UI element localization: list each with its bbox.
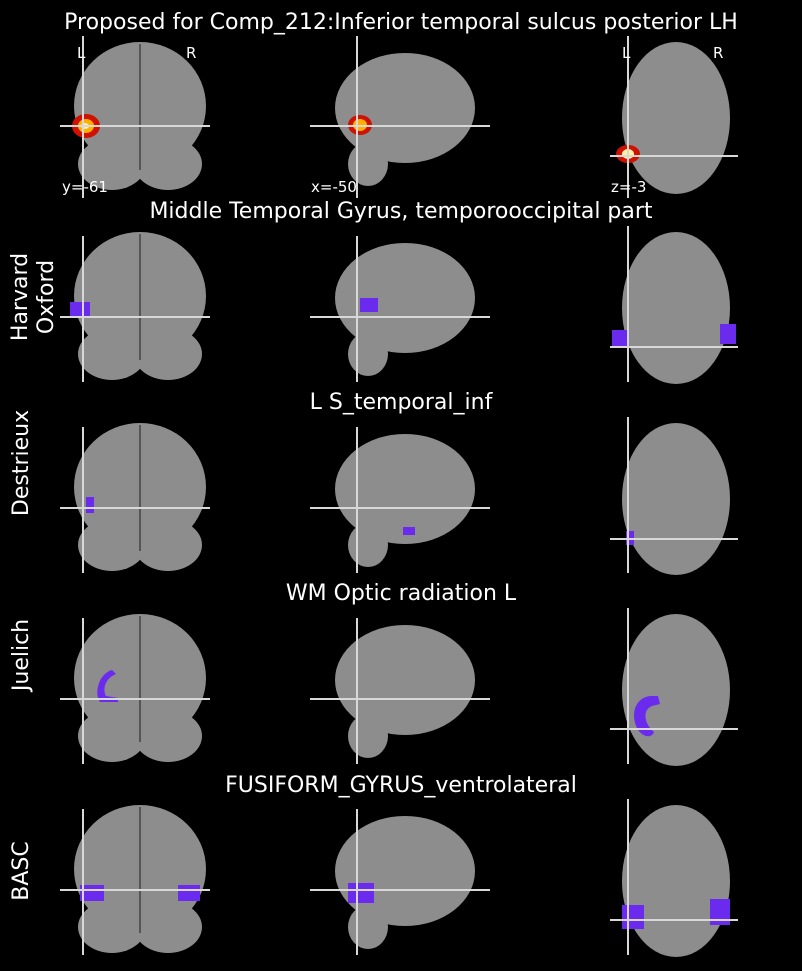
atlas-label-destrieux: Destrieux — [9, 409, 34, 517]
atlas-region-overlay — [710, 899, 730, 925]
region-title-destrieux: L S_temporal_inf — [309, 390, 493, 415]
coronal-view-juelich — [60, 608, 220, 770]
axial-coordinate: z=-3 — [611, 178, 647, 196]
sagittal-view-juelich — [310, 608, 492, 770]
orientation-right-label: R — [713, 44, 724, 62]
sagittal-view-basc — [310, 799, 492, 961]
coronal-view-proposed — [60, 36, 220, 198]
region-title-basc: FUSIFORM_GYRUS_ventrolateral — [225, 773, 577, 798]
figure-title: Proposed for Comp_212:Inferior temporal … — [64, 10, 738, 35]
coronal-view-harvard-oxford — [60, 226, 220, 388]
atlas-label-harvard-oxford: Harvard Oxford — [8, 252, 59, 342]
region-title-harvard-oxford: Middle Temporal Gyrus, temporooccipital … — [149, 199, 653, 224]
atlas-region-overlay — [622, 905, 644, 929]
atlas-region-overlay — [360, 298, 378, 312]
axial-view-destrieux — [610, 417, 740, 579]
atlas-region-overlay — [720, 324, 736, 344]
axial-view-basc — [610, 799, 740, 961]
orientation-left-label: L — [622, 44, 631, 62]
coronal-coordinate: y=-61 — [62, 178, 108, 196]
atlas-label-juelich: Juelich — [9, 618, 34, 692]
atlas-region-overlay — [634, 696, 660, 737]
atlas-region-overlay — [70, 302, 90, 318]
sagittal-view-harvard-oxford — [310, 226, 492, 388]
orientation-right-label: R — [186, 44, 197, 62]
atlas-region-overlay — [403, 527, 415, 535]
atlas-region-overlay — [348, 883, 374, 903]
atlas-region-overlay — [86, 497, 94, 513]
region-title-juelich: WM Optic radiation L — [285, 581, 517, 606]
atlas-label-basc: BASC — [9, 841, 34, 901]
brain-slice — [622, 42, 730, 194]
sagittal-view-destrieux — [310, 417, 492, 579]
axial-view-harvard-oxford — [610, 226, 740, 388]
coronal-view-basc — [60, 799, 220, 961]
sagittal-view-proposed — [310, 36, 492, 198]
sagittal-coordinate: x=-50 — [311, 178, 357, 196]
atlas-region-overlay — [97, 670, 118, 702]
atlas-region-overlay — [178, 885, 200, 901]
axial-view-proposed — [610, 36, 740, 198]
axial-view-juelich — [610, 608, 740, 770]
orientation-left-label: L — [77, 44, 86, 62]
atlas-region-overlay — [612, 330, 628, 348]
coronal-view-destrieux — [60, 417, 220, 579]
